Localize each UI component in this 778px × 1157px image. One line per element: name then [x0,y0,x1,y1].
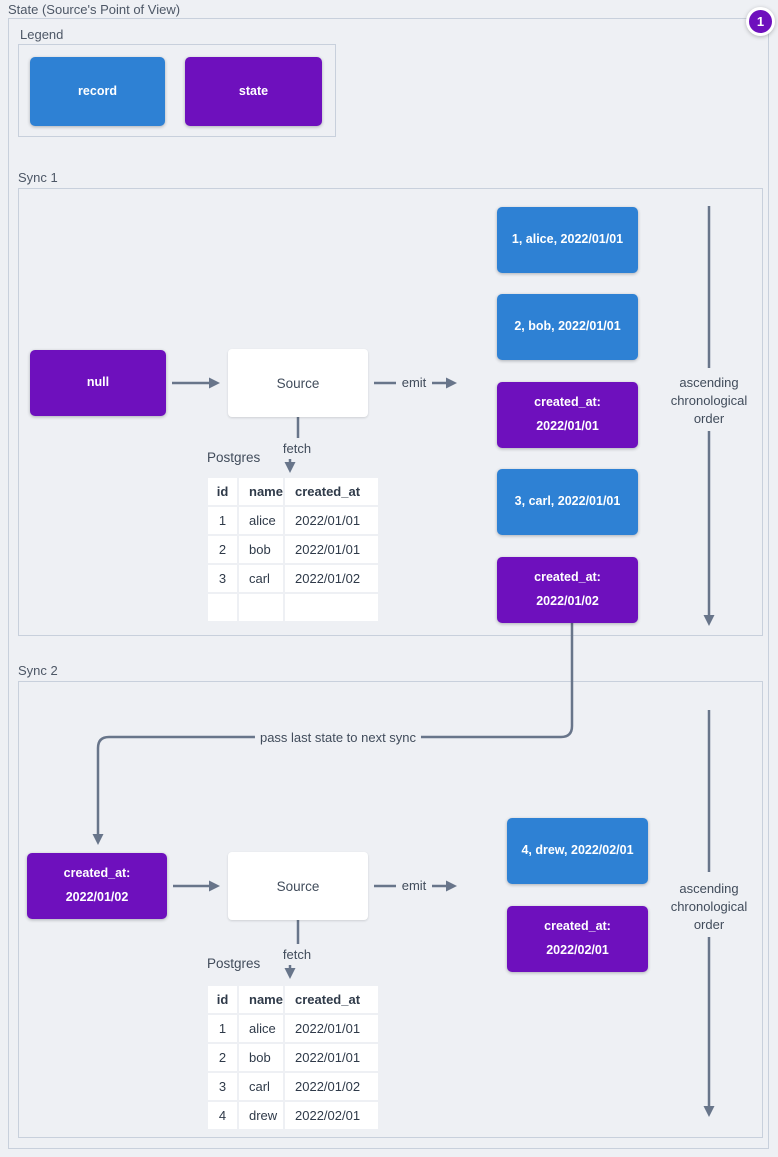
sync2-state-1: created_at: 2022/02/01 [507,906,648,972]
table-cell: bob [239,1044,283,1071]
sync2-record-1: 4, drew, 2022/02/01 [507,818,648,884]
sync2-order-label: ascending chronological order [670,881,748,933]
table-cell: 2022/01/02 [285,565,378,592]
sync2-source-node: Source [228,852,368,920]
table-cell: 1 [208,507,237,534]
sync1-emit-label: emit [401,375,427,390]
sync1-title: Sync 1 [18,170,58,185]
outer-frame [8,18,769,1149]
table-cell: 2 [208,536,237,563]
sync1-order-label: ascending chronological order [670,375,748,427]
table-header-cell: created_at [285,986,378,1013]
sync1-record-3: 3, carl, 2022/01/01 [497,469,638,535]
legend-record-label: record [78,83,117,98]
table-header-cell: created_at [285,478,378,505]
table-cell: bob [239,536,283,563]
record-text: 2, bob, 2022/01/01 [514,319,621,334]
sync1-fetch-label: fetch [282,441,312,456]
sync2-input-state-box: created_at: 2022/01/02 [27,853,167,919]
table-cell: 3 [208,1073,237,1100]
table-cell: carl [239,565,283,592]
table-cell [208,594,237,621]
sync1-record-1: 1, alice, 2022/01/01 [497,207,638,273]
diagram-title: State (Source's Point of View) [8,2,181,17]
table-cell: 2022/01/01 [285,536,378,563]
sync1-input-state-label: null [86,375,110,390]
sync2-database-label: Postgres [207,956,261,971]
table-cell: carl [239,1073,283,1100]
sync2-postgres-table: id name created_at 1 alice 2022/01/01 2 … [208,986,378,1129]
state-text-line1: created_at: [63,866,131,881]
record-text: 4, drew, 2022/02/01 [521,843,634,858]
table-cell: alice [239,1015,283,1042]
table-cell: 4 [208,1102,237,1129]
state-text-line2: 2022/02/01 [546,943,609,957]
state-text-line1: created_at: [534,570,601,585]
state-text-line2: 2022/01/02 [65,890,129,904]
sync2-fetch-label: fetch [282,947,312,962]
sync1-state-2: created_at: 2022/01/02 [497,557,638,623]
legend-panel [18,44,336,137]
legend-title: Legend [20,27,64,42]
pass-state-label: pass last state to next sync [254,730,422,745]
legend-state-box: state [185,57,322,126]
table-header-cell: id [208,478,237,505]
record-text: 3, carl, 2022/01/01 [514,494,621,509]
legend-state-label: state [238,83,269,98]
state-text-line2: 2022/01/01 [536,419,599,433]
table-cell: 2022/01/02 [285,1073,378,1100]
table-cell: 2022/01/01 [285,1015,378,1042]
table-cell [285,594,378,621]
state-text-line1: created_at: [544,919,611,934]
state-text-line2: 2022/01/02 [536,594,599,608]
table-header-cell: id [208,986,237,1013]
sync1-state-1: created_at: 2022/01/01 [497,382,638,448]
step-badge: 1 [746,7,775,36]
sync2-source-label: Source [276,878,320,894]
table-cell: 3 [208,565,237,592]
legend-record-box: record [30,57,165,126]
table-cell: 2022/02/01 [285,1102,378,1129]
sync1-database-label: Postgres [207,450,261,465]
table-cell [239,594,283,621]
sync2-title: Sync 2 [18,663,58,678]
sync1-source-node: Source [228,349,368,417]
record-text: 1, alice, 2022/01/01 [511,232,624,247]
sync2-emit-label: emit [401,878,427,893]
sync1-postgres-table: id name created_at 1 alice 2022/01/01 2 … [208,478,378,621]
state-text-line1: created_at: [534,395,601,410]
sync1-input-state-box: null [30,350,166,416]
table-header-cell: name [239,986,283,1013]
table-cell: 1 [208,1015,237,1042]
table-cell: 2022/01/01 [285,507,378,534]
sync1-source-label: Source [276,375,320,391]
table-cell: 2 [208,1044,237,1071]
table-cell: alice [239,507,283,534]
sync1-record-2: 2, bob, 2022/01/01 [497,294,638,360]
table-header-cell: name [239,478,283,505]
table-cell: 2022/01/01 [285,1044,378,1071]
table-cell: drew [239,1102,283,1129]
